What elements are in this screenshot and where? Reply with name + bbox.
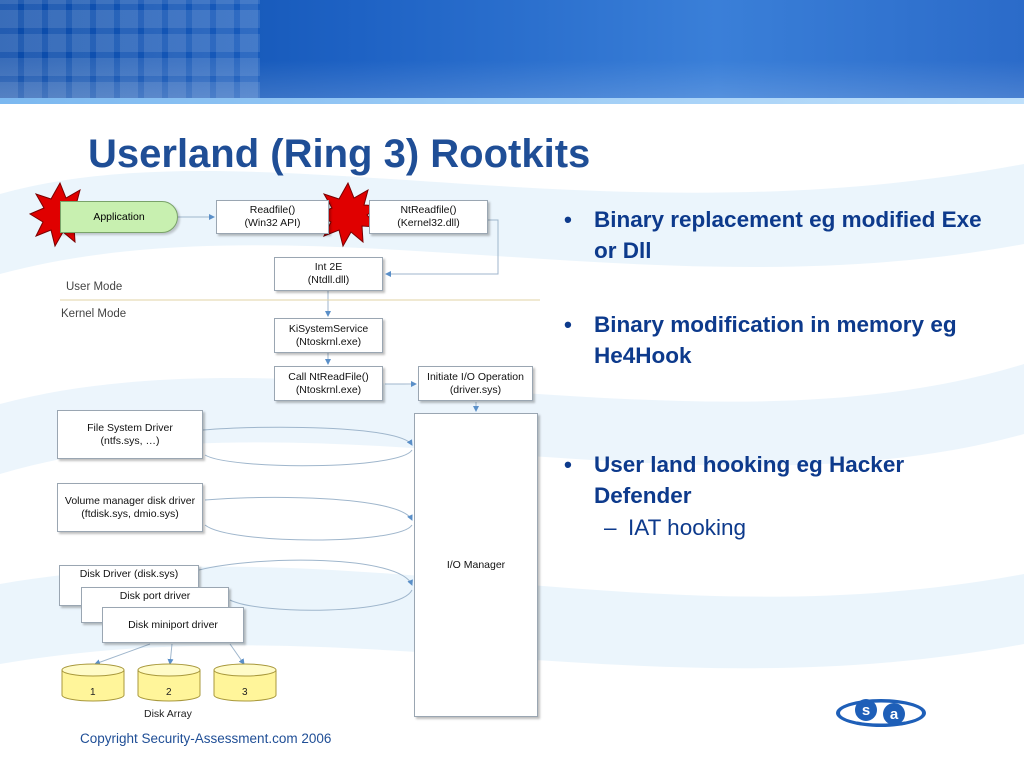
slide-title: Userland (Ring 3) Rootkits xyxy=(88,132,591,176)
bullet-item: • Binary replacement eg modified Exe or … xyxy=(562,204,1002,266)
header-banner xyxy=(0,0,1024,100)
bullet-dot-icon: • xyxy=(564,312,572,337)
int2e-node: Int 2E (Ntdll.dll) xyxy=(274,257,383,291)
call-ntreadfile-node: Call NtReadFile() (Ntoskrnl.exe) xyxy=(274,366,383,401)
banner-tile-pattern xyxy=(0,0,260,100)
banner-underline xyxy=(0,98,1024,104)
readfile-node: Readfile() (Win32 API) xyxy=(216,200,329,234)
io-manager-node: I/O Manager xyxy=(414,413,538,717)
disk-1-label: 1 xyxy=(90,687,96,698)
kisystemservice-node: KiSystemService (Ntoskrnl.exe) xyxy=(274,318,383,353)
disk-cylinders xyxy=(61,663,277,702)
banner-fade xyxy=(0,0,1024,100)
bullet-item: • User land hooking eg Hacker Defender xyxy=(562,449,1002,511)
logo-letter-a: a xyxy=(890,706,899,723)
application-node: Application xyxy=(60,201,178,233)
bullet-dot-icon: • xyxy=(564,452,572,477)
hook-starburst-icon xyxy=(316,181,382,248)
sub-bullet-item: – IAT hooking xyxy=(562,511,1002,545)
ntreadfile-node: NtReadfile() (Kernel32.dll) xyxy=(369,200,488,234)
bullet-item: • Binary modification in memory eg He4Ho… xyxy=(562,309,1002,371)
user-mode-label: User Mode xyxy=(66,281,123,293)
sub-bullet-dash-icon: – xyxy=(604,515,617,540)
sa-logo: s a xyxy=(836,699,926,727)
volume-manager-node: Volume manager disk driver (ftdisk.sys, … xyxy=(57,483,203,532)
disk-miniport-driver-node: Disk miniport driver xyxy=(102,607,244,643)
bullet-dot-icon: • xyxy=(564,207,572,232)
kernel-mode-label: Kernel Mode xyxy=(61,308,127,320)
initiate-io-node: Initiate I/O Operation (driver.sys) xyxy=(418,366,533,401)
disk-array-label: Disk Array xyxy=(144,708,192,720)
disk-3-label: 3 xyxy=(242,687,248,698)
file-system-driver-node: File System Driver (ntfs.sys, …) xyxy=(57,410,203,459)
copyright-footer: Copyright Security-Assessment.com 2006 xyxy=(80,731,332,746)
disk-2-label: 2 xyxy=(166,687,172,698)
logo-letter-s: s xyxy=(862,702,870,719)
bullet-list: • Binary replacement eg modified Exe or … xyxy=(562,204,1002,545)
